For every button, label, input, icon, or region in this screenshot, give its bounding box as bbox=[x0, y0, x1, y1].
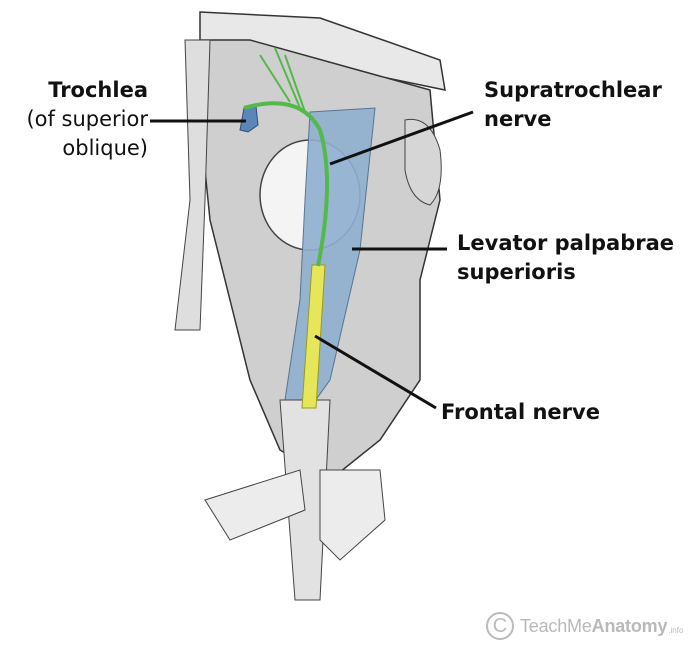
logo-suffix: .info bbox=[668, 625, 684, 635]
trochlea-label: Trochlea (of superior oblique) bbox=[0, 76, 148, 163]
logo-text-bold: Anatomy bbox=[591, 615, 668, 636]
frontal-nerve-label: Frontal nerve bbox=[441, 398, 600, 427]
logo-text-light: TeachMe bbox=[520, 615, 592, 636]
lacrimal-gland bbox=[404, 118, 442, 206]
supratrochlear-label: Supratrochlear nerve bbox=[484, 76, 662, 134]
levator-line1: Levator palpabrae bbox=[457, 231, 675, 255]
trochlea-subtitle-1: (of superior bbox=[26, 107, 148, 131]
supratrochlear-line2: nerve bbox=[484, 107, 552, 131]
trochlea-title: Trochlea bbox=[48, 78, 148, 102]
trochlea-subtitle-2: oblique) bbox=[62, 136, 148, 160]
frontal-line1: Frontal nerve bbox=[441, 400, 600, 424]
supratrochlear-leader-line bbox=[329, 110, 474, 166]
levator-line2: superioris bbox=[457, 260, 576, 284]
frontal-leader-line bbox=[314, 334, 437, 410]
left-bone bbox=[174, 39, 211, 331]
frontal-nerve bbox=[301, 264, 326, 409]
supratrochlear-line1: Supratrochlear bbox=[484, 78, 662, 102]
teachmeanatomy-logo: C TeachMe Anatomy .info bbox=[486, 612, 683, 640]
copyright-icon: C bbox=[486, 612, 514, 640]
supratrochlear-branches bbox=[259, 47, 306, 113]
levator-label: Levator palpabrae superioris bbox=[457, 229, 674, 287]
supratrochlear-nerve bbox=[243, 101, 329, 267]
vessel-right bbox=[319, 469, 386, 561]
vessel-left bbox=[204, 469, 306, 541]
